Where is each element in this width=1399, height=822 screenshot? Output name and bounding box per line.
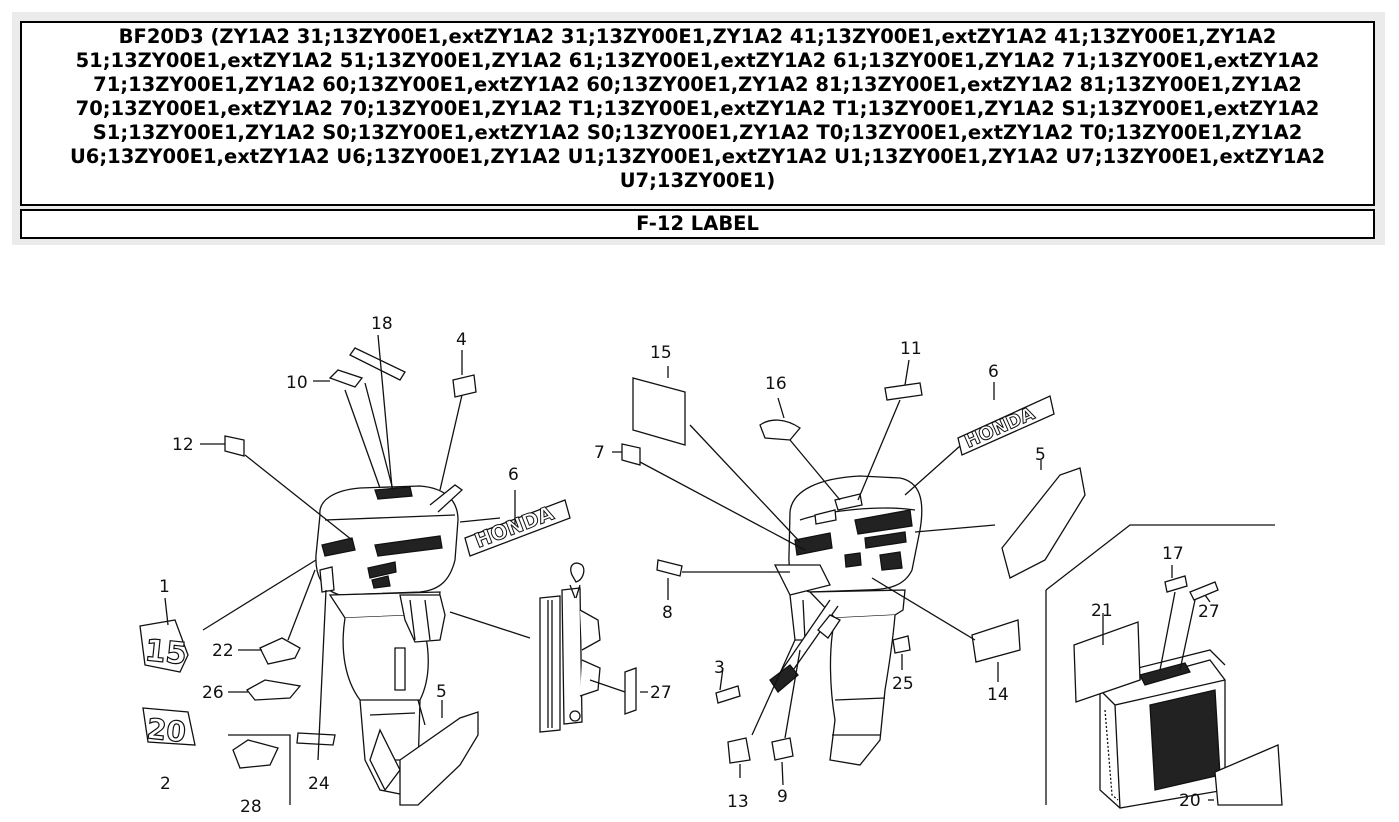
header-panel: BF20D3 (ZY1A2 31;13ZY00E1,extZY1A2 31;13… [12, 12, 1385, 245]
callout-15: 15 [650, 343, 672, 363]
callout-1: 1 [159, 577, 170, 597]
callout-26: 26 [202, 683, 224, 703]
callout-21: 22 [212, 641, 234, 661]
callout-3: 3 [714, 658, 725, 678]
callout-12: 12 [172, 435, 194, 455]
callout-18: 18 [371, 314, 393, 334]
callout-11: 11 [900, 339, 922, 359]
model-20-decal-text: 20 [145, 712, 187, 749]
callout-7: 7 [594, 443, 605, 463]
tilt-cylinder [539, 562, 601, 733]
callout-14: 14 [987, 685, 1009, 705]
callout-6-right: 6 [988, 362, 999, 382]
parts-diagram-svg: HONDA HONDA 15 20 18 10 4 12 6 1 22 26 2… [139, 314, 1283, 817]
callout-17: 17 [1162, 544, 1184, 564]
callout-27: 27 [1198, 602, 1220, 622]
model-15-decal-text: 15 [143, 633, 188, 672]
callout-10: 10 [286, 373, 308, 393]
callout-8: 8 [662, 603, 673, 623]
callout-22: 24 [308, 774, 330, 794]
honda-decal-text-left: HONDA [471, 500, 557, 552]
callout-6-left: 6 [508, 465, 519, 485]
parts-diagram: HONDA HONDA 15 20 18 10 4 12 6 1 22 26 2… [0, 255, 1399, 818]
callout-9: 9 [777, 787, 788, 807]
callout-5-right: 5 [1035, 445, 1046, 465]
callout-13: 13 [727, 792, 749, 812]
callout-28: 28 [240, 797, 262, 817]
callout-16: 16 [765, 374, 787, 394]
callout-25: 27 [650, 683, 672, 703]
right-outboard-motor [769, 475, 923, 766]
callout-19: 20 [1179, 791, 1201, 811]
callout-4: 4 [456, 330, 467, 350]
page-title: BF20D3 (ZY1A2 31;13ZY00E1,extZY1A2 31;13… [20, 21, 1375, 206]
honda-decal-text-right: HONDA [961, 403, 1037, 452]
left-outboard-motor [315, 484, 464, 796]
callout-2: 2 [160, 774, 171, 794]
section-title: F-12 LABEL [20, 209, 1375, 239]
callout-5-left: 5 [436, 682, 447, 702]
callout-20: 21 [1091, 601, 1113, 621]
callout-24: 25 [892, 674, 914, 694]
